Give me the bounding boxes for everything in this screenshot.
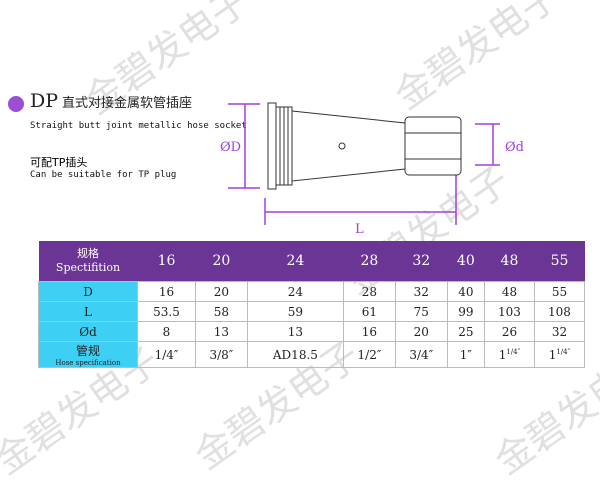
bullet-icon bbox=[8, 96, 24, 112]
size-cell: 24 bbox=[247, 241, 344, 282]
size-cell: 16 bbox=[137, 241, 196, 282]
hose-value: AD18.5 bbox=[272, 347, 318, 362]
hose-cell: 11/4″ bbox=[483, 341, 535, 368]
table-cell: 28 bbox=[343, 281, 396, 302]
product-name-en: Straight butt joint metallic hose socket bbox=[30, 121, 247, 131]
table-cell: 8 bbox=[137, 321, 196, 342]
table-cell: 24 bbox=[246, 281, 345, 302]
hose-cell: 3/4″ bbox=[394, 341, 448, 368]
product-name-cn: 直式对接金属软管插座 bbox=[62, 96, 193, 111]
table-cell: 61 bbox=[343, 301, 396, 322]
table-cell: 48 bbox=[483, 281, 535, 302]
table-cell: 53.5 bbox=[137, 301, 196, 322]
table-cell: 26 bbox=[483, 321, 535, 342]
hose-value: 1/2″ bbox=[357, 347, 382, 362]
connector-drawing: ØD Ød L bbox=[220, 102, 524, 237]
table-cell: 25 bbox=[446, 321, 485, 342]
header-cn: 规格 bbox=[77, 247, 99, 260]
table-cell: 108 bbox=[533, 301, 586, 322]
table-cell: 59 bbox=[246, 301, 345, 322]
table-cell: 55 bbox=[533, 281, 586, 302]
size-cell: 28 bbox=[343, 241, 396, 282]
table-cell: 40 bbox=[446, 281, 485, 302]
header-en: Spectifition bbox=[55, 261, 121, 274]
hose-cell: 11/4″ bbox=[533, 341, 586, 368]
table-cell: 16 bbox=[343, 321, 396, 342]
hose-label-cn: 管规 bbox=[75, 344, 100, 358]
size-cell: 20 bbox=[195, 241, 248, 282]
size-cell: 40 bbox=[447, 241, 485, 282]
hose-cell: 1/4″ bbox=[137, 341, 196, 368]
table-cell: 32 bbox=[533, 321, 586, 342]
row-label: D bbox=[38, 281, 138, 302]
hose-value-sup: 1/4″ bbox=[506, 347, 521, 356]
size-cell: 32 bbox=[395, 241, 448, 282]
table-cell: 20 bbox=[394, 321, 448, 342]
hose-cell: 1″ bbox=[446, 341, 485, 368]
hose-value: 1/4″ bbox=[154, 347, 179, 362]
size-cell: 48 bbox=[484, 241, 535, 282]
hose-cell: 3/8″ bbox=[194, 341, 248, 368]
table-cell: 20 bbox=[194, 281, 248, 302]
hose-value: 1 bbox=[548, 347, 557, 362]
subtitle-en: Can be suitable for TP plug bbox=[30, 170, 177, 180]
table-cell: 75 bbox=[394, 301, 448, 322]
hose-value: 3/4″ bbox=[409, 347, 434, 362]
table-cell: 99 bbox=[446, 301, 485, 322]
hose-value-sup: 1/4″ bbox=[556, 347, 571, 356]
row-label: L bbox=[38, 301, 138, 322]
hose-label-en: Hose specification bbox=[55, 359, 121, 367]
dim-L-label: L bbox=[355, 222, 364, 237]
table-cell: 13 bbox=[194, 321, 248, 342]
dim-d-label: Ød bbox=[505, 140, 524, 155]
table-cell: 103 bbox=[483, 301, 535, 322]
hose-value: 1″ bbox=[459, 347, 472, 362]
dim-D-label: ØD bbox=[220, 140, 241, 155]
row-label: Ød bbox=[38, 321, 138, 342]
size-cell: 55 bbox=[534, 241, 585, 282]
table-cell: 32 bbox=[394, 281, 448, 302]
subtitle-cn: 可配TP插头 bbox=[30, 156, 88, 169]
table-cell: 16 bbox=[137, 281, 196, 302]
table-cell: 13 bbox=[246, 321, 345, 342]
product-code: DP bbox=[30, 90, 59, 112]
hose-cell: AD18.5 bbox=[246, 341, 345, 368]
hose-value: 1 bbox=[498, 347, 507, 362]
hose-value: 3/8″ bbox=[209, 347, 234, 362]
table-cell: 58 bbox=[194, 301, 248, 322]
hose-cell: 1/2″ bbox=[343, 341, 396, 368]
